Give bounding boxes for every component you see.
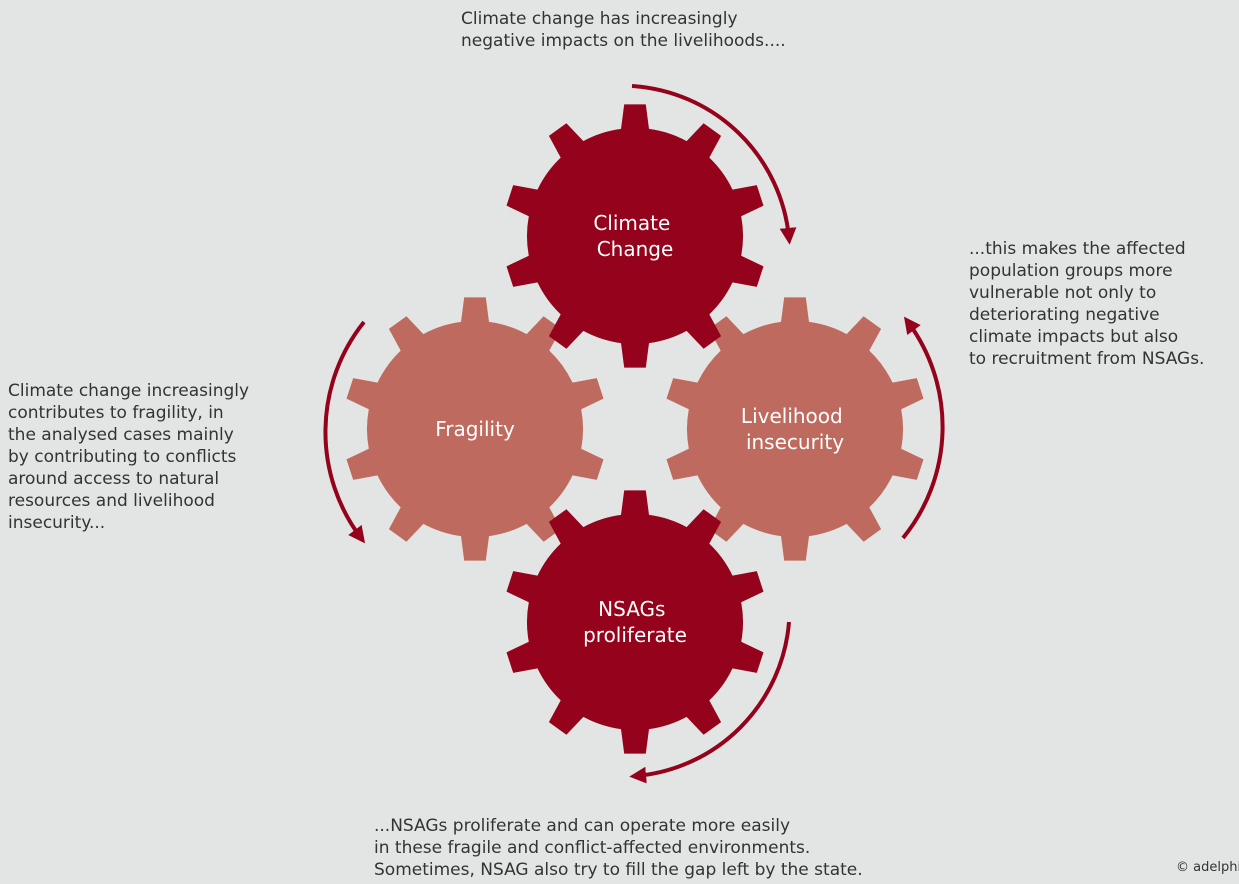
gear-livelihood-insecurity-label-line-2: insecurity [746, 430, 844, 454]
caption-right-line: climate impacts but also [969, 327, 1179, 347]
caption-left-line: around access to natural [8, 469, 220, 489]
caption-left-line: Climate change increasingly [8, 381, 250, 401]
gear-nsags-proliferate-label: NSAGs proliferate [583, 597, 687, 647]
gear-nsags-proliferate-label-line-1: NSAGs [598, 597, 665, 621]
gear-climate-change: Climate Change [506, 104, 764, 368]
arrow-fragility-to-nsags-loop [323, 320, 366, 544]
copyright-credit: © adelphi [1176, 860, 1239, 875]
gear-climate-change-label: Climate Change [593, 211, 676, 261]
gear-nsags-proliferate-label-line-2: proliferate [583, 623, 687, 647]
caption-right: ...this makes the affected population gr… [969, 238, 1204, 370]
caption-right-line: deteriorating negative [969, 305, 1160, 325]
gear-nsags-proliferate-body [506, 490, 764, 754]
caption-left-line: insecurity... [8, 513, 106, 533]
caption-bottom-line: in these fragile and conflict-affected e… [374, 838, 811, 858]
caption-top-line: Climate change has increasingly [461, 9, 738, 29]
gear-climate-change-label-line-2: Change [597, 237, 674, 261]
caption-bottom-line: Sometimes, NSAG also try to fill the gap… [374, 860, 863, 880]
caption-right-line: ...this makes the affected [969, 239, 1186, 259]
gear-nsags-proliferate: NSAGs proliferate [506, 490, 764, 754]
arrow-nsags-to-fragility [629, 621, 791, 784]
caption-top-line: negative impacts on the livelihoods.... [461, 31, 786, 51]
caption-left-line: resources and livelihood [8, 491, 215, 511]
arrow-climate-to-livelihood [631, 84, 797, 245]
arrow-livelihood-to-nsags [901, 316, 945, 540]
caption-right-line: population groups more [969, 261, 1173, 281]
caption-left-line: contributes to fragility, in [8, 403, 224, 423]
caption-left: Climate change increasingly contributes … [8, 380, 249, 534]
caption-bottom-line: ...NSAGs proliferate and can operate mor… [374, 816, 791, 836]
gear-fragility-body [346, 297, 604, 561]
caption-left-line: by contributing to conflicts [8, 447, 237, 467]
gear-livelihood-insecurity-label-line-1: Livelihood [741, 404, 843, 428]
gear-fragility-label-line: Fragility [435, 417, 515, 441]
caption-right-line: vulnerable not only to [969, 283, 1157, 303]
caption-right-line: to recruitment from NSAGs. [969, 349, 1205, 369]
gear-fragility-label: Fragility [435, 417, 515, 441]
caption-bottom: ...NSAGs proliferate and can operate mor… [374, 815, 863, 881]
gear-climate-change-body [506, 104, 764, 368]
gear-livelihood-insecurity: Livelihood insecurity [666, 297, 924, 561]
caption-left-line: the analysed cases mainly [8, 425, 234, 445]
gear-climate-change-label-line-1: Climate [593, 211, 670, 235]
caption-top: Climate change has increasingly negative… [461, 8, 786, 52]
gear-livelihood-insecurity-label: Livelihood insecurity [741, 404, 849, 454]
gear-fragility: Fragility [346, 297, 604, 561]
gear-livelihood-insecurity-body [666, 297, 924, 561]
